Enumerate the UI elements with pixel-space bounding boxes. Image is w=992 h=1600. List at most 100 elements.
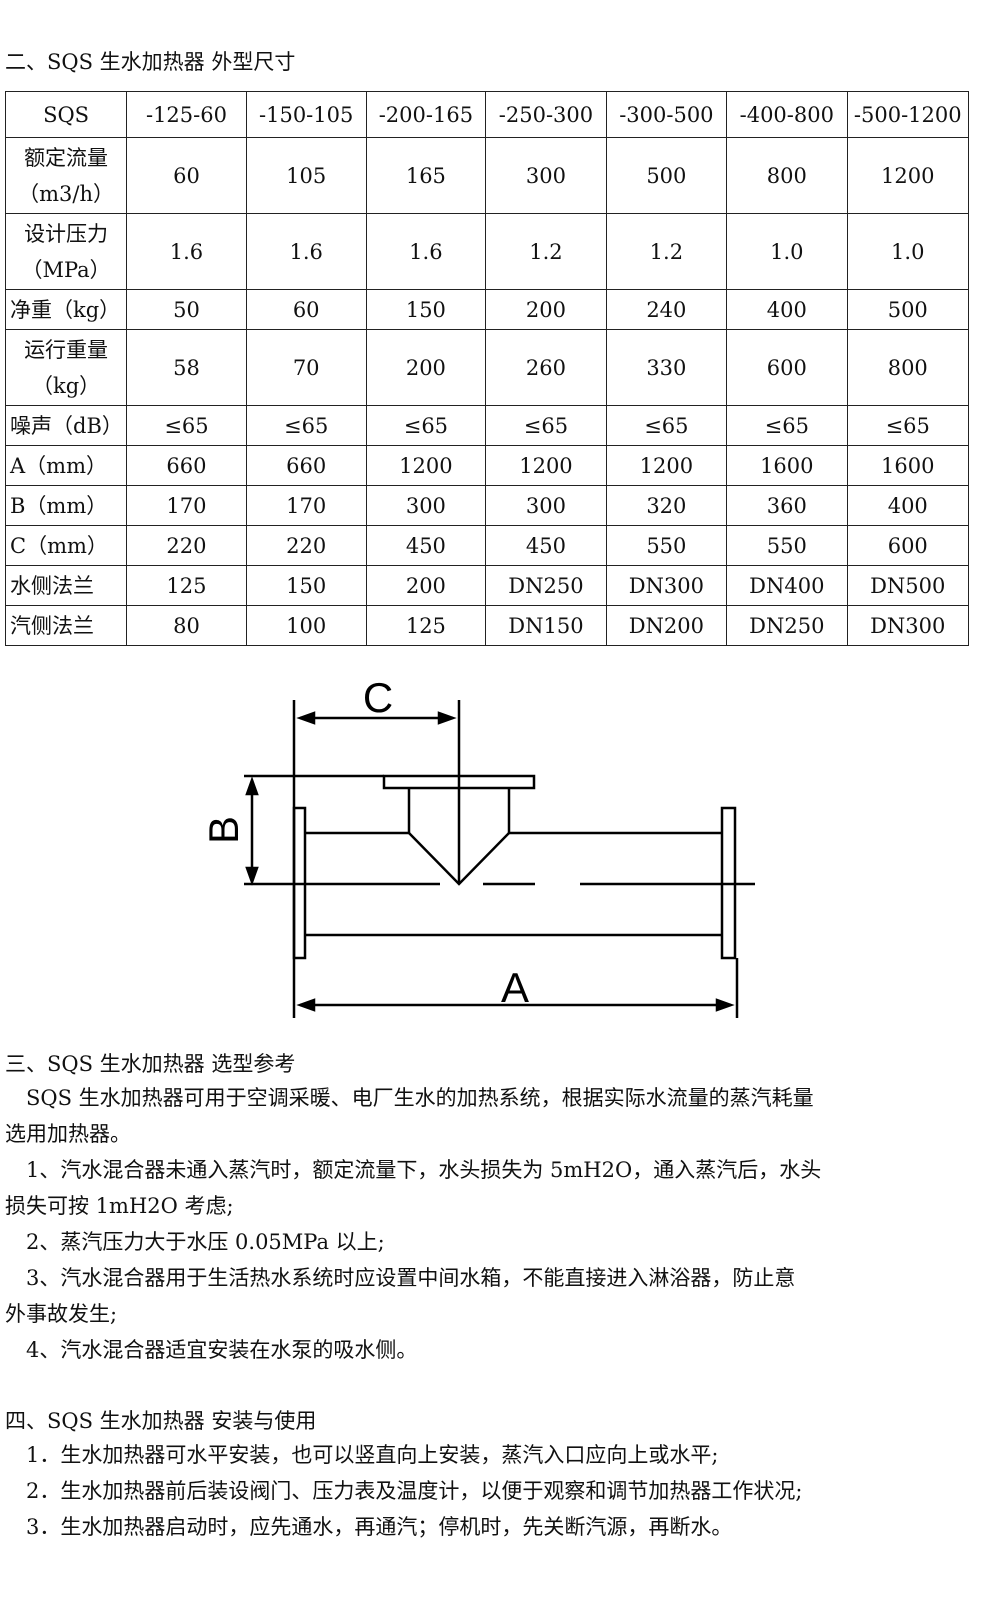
table-cell: DN250 [485, 565, 607, 606]
table-cell: 50 [126, 289, 247, 330]
table-row: 噪声（dB）≤65≤65≤65≤65≤65≤65≤65 [4, 405, 969, 446]
row-label: B（mm） [4, 485, 128, 526]
paragraph-line: 1．生水加热器可水平安装，也可以竖直向上安装，蒸汽入口应向上或水平; [5, 1443, 719, 1467]
table-cell: 500 [846, 289, 969, 330]
row-label: SQS [4, 91, 128, 138]
row-label: A（mm） [4, 445, 128, 486]
row-label: C（mm） [4, 525, 128, 566]
table-cell: ≤65 [726, 405, 848, 446]
table-cell: DN200 [605, 605, 728, 646]
table-cell: 58 [126, 329, 247, 406]
table-cell: 70 [245, 329, 367, 406]
table-cell: -125-60 [126, 91, 247, 138]
table-cell: 1.2 [605, 213, 728, 290]
table-cell: 800 [726, 137, 848, 214]
table-cell: 80 [126, 605, 247, 646]
row-label: 汽侧法兰 [4, 605, 128, 646]
paragraph-line: 3、汽水混合器用于生活热水系统时应设置中间水箱，不能直接进入淋浴器，防止意 [5, 1266, 796, 1290]
heater-dimension-diagram: C A B [200, 674, 755, 1018]
table-cell: 1.0 [726, 213, 848, 290]
section4-title: 四、SQS 生水加热器 安装与使用 [5, 1409, 317, 1433]
table-cell: 550 [605, 525, 728, 566]
table-cell: -250-300 [485, 91, 607, 138]
table-cell: 300 [365, 485, 487, 526]
table-cell: 1600 [846, 445, 969, 486]
table-cell: 660 [245, 445, 367, 486]
row-label: 水侧法兰 [4, 565, 128, 606]
table-cell: 320 [605, 485, 728, 526]
paragraph-line: 2．生水加热器前后装设阀门、压力表及温度计，以便于观察和调节加热器工作状况; [5, 1479, 803, 1503]
table-cell: DN300 [846, 605, 969, 646]
table-cell: 170 [245, 485, 367, 526]
dimension-table: SQS-125-60-150-105-200-165-250-300-300-5… [4, 91, 969, 646]
paragraph-line: 3．生水加热器启动时，应先通水，再通汽；停机时，先关断汽源，再断水。 [5, 1515, 733, 1539]
table-cell: 220 [126, 525, 247, 566]
table-cell: 105 [245, 137, 367, 214]
table-cell: 200 [365, 329, 487, 406]
table-cell: 330 [605, 329, 728, 406]
table-cell: DN250 [726, 605, 848, 646]
table-cell: -150-105 [245, 91, 367, 138]
table-cell: 400 [726, 289, 848, 330]
table-cell: 600 [846, 525, 969, 566]
table-cell: 1.6 [365, 213, 487, 290]
table-cell: ≤65 [846, 405, 969, 446]
table-cell: 450 [485, 525, 607, 566]
table-cell: -500-1200 [846, 91, 969, 138]
table-cell: 500 [605, 137, 728, 214]
table-header-row: SQS-125-60-150-105-200-165-250-300-300-5… [4, 91, 969, 138]
row-label: 额定流量（m3/h） [4, 137, 128, 214]
label-b: B [200, 816, 247, 844]
table-cell: -400-800 [726, 91, 848, 138]
table-cell: 660 [126, 445, 247, 486]
table-cell: 1200 [605, 445, 728, 486]
table-cell: 220 [245, 525, 367, 566]
table-cell: 60 [245, 289, 367, 330]
table-cell: 260 [485, 329, 607, 406]
table-cell: 450 [365, 525, 487, 566]
table-cell: 165 [365, 137, 487, 214]
label-c: C [363, 674, 393, 721]
table-cell: 360 [726, 485, 848, 526]
paragraph-line: 损失可按 1mH2O 考虑; [5, 1194, 234, 1218]
table-cell: 150 [365, 289, 487, 330]
table-cell: 200 [485, 289, 607, 330]
table-cell: 125 [126, 565, 247, 606]
table-cell: -200-165 [365, 91, 487, 138]
paragraph-line: 2、蒸汽压力大于水压 0.05MPa 以上; [5, 1230, 385, 1254]
table-cell: ≤65 [245, 405, 367, 446]
table-cell: 1600 [726, 445, 848, 486]
row-label: 设计压力（MPa） [4, 213, 128, 290]
table-cell: 200 [365, 565, 487, 606]
table-cell: 400 [846, 485, 969, 526]
table-cell: DN500 [846, 565, 969, 606]
table-cell: 300 [485, 485, 607, 526]
table-cell: DN400 [726, 565, 848, 606]
table-cell: -300-500 [605, 91, 728, 138]
table-cell: 1200 [365, 445, 487, 486]
section-title: 二、SQS 生水加热器 外型尺寸 [5, 50, 296, 74]
table-cell: 170 [126, 485, 247, 526]
row-label: 净重（kg） [4, 289, 128, 330]
row-label: 运行重量（kg） [4, 329, 128, 406]
table-cell: 800 [846, 329, 969, 406]
table-cell: 550 [726, 525, 848, 566]
table-cell: 150 [245, 565, 367, 606]
table-cell: ≤65 [126, 405, 247, 446]
table-cell: 60 [126, 137, 247, 214]
paragraph-line: 1、汽水混合器未通入蒸汽时，额定流量下，水头损失为 5mH2O，通入蒸汽后，水头 [5, 1158, 822, 1182]
table-cell: 1200 [485, 445, 607, 486]
row-label: 噪声（dB） [4, 405, 128, 446]
paragraph-line: SQS 生水加热器可用于空调采暖、电厂生水的加热系统，根据实际水流量的蒸汽耗量 [5, 1086, 814, 1110]
table-cell: 240 [605, 289, 728, 330]
table-cell: DN150 [485, 605, 607, 646]
